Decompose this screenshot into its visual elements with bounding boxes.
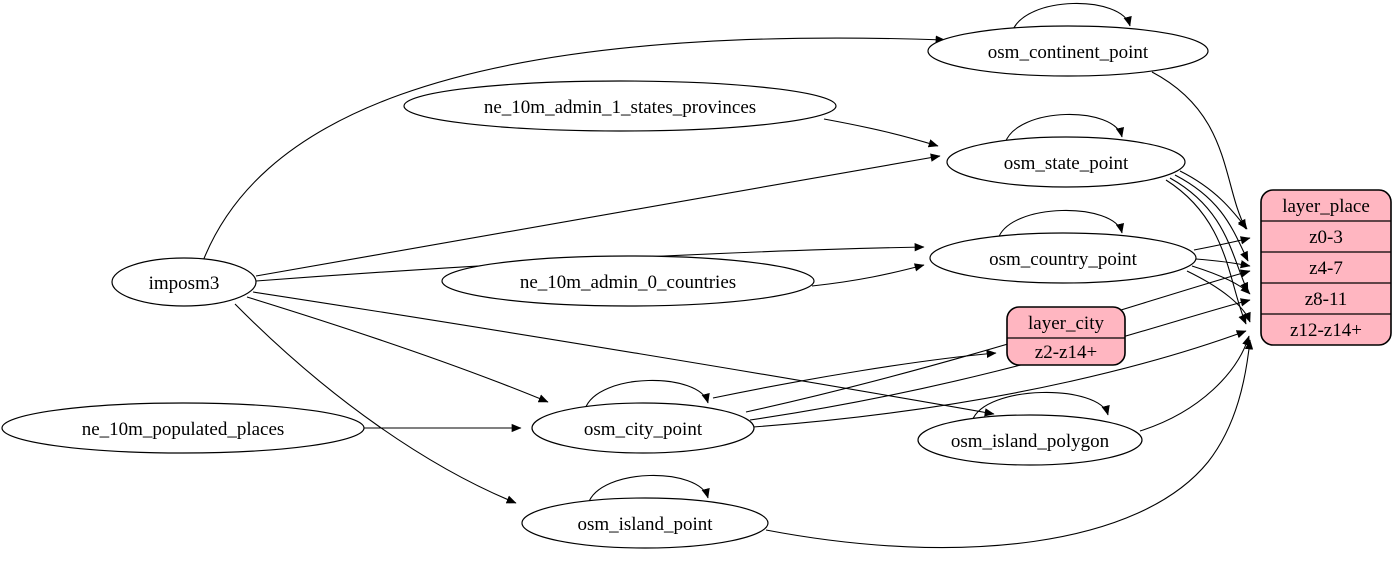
osm-city-point-ellipse (531, 402, 755, 454)
edge-imposm3-to-osm-island-polygon (252, 291, 995, 417)
edge-osm-state-point-to-z4-7 (1174, 174, 1249, 262)
node-osm-city-point: osm_city_point (531, 402, 755, 454)
ne-10m-admin-1-ellipse (403, 80, 837, 132)
edge-osm-state-point-to-z8-11 (1169, 177, 1249, 293)
osm-city-point-label: osm_city_point (584, 419, 703, 440)
node-ne-10m-admin-0-countries: ne_10m_admin_0_countries (441, 255, 815, 307)
layer-place-row-z12-z14: z12-z14+ (1290, 320, 1362, 341)
ne-10m-admin-1-label: ne_10m_admin_1_states_provinces (484, 97, 756, 118)
layer-place-box (1260, 189, 1392, 346)
edge-osm-country-point-to-z0-3 (1193, 236, 1251, 251)
node-osm-island-point: osm_island_point (521, 497, 769, 549)
record-layer-place: layer_place z0-3 z4-7 z8-11 z12-z14+ (1260, 189, 1392, 346)
edge-imposm3-to-osm-city-point (246, 296, 549, 403)
self-loop-osm-country-point (997, 209, 1124, 240)
layer-place-row-z8-11: z8-11 (1305, 289, 1348, 310)
edge-ne-10m-admin-1-to-osm-state-point (823, 118, 939, 148)
layer-place-title: layer_place (1282, 196, 1370, 217)
edge-imposm3-to-osm-continent-point (202, 35, 946, 262)
ne-10m-populated-places-label: ne_10m_populated_places (82, 419, 285, 440)
imposm3-label: imposm3 (149, 273, 220, 294)
osm-country-point-ellipse (929, 232, 1197, 284)
self-loop-osm-island-point (587, 474, 710, 505)
ne-10m-admin-0-ellipse (441, 255, 815, 307)
edge-osm-city-point-to-z12-z14 (752, 330, 1247, 428)
osm-continent-point-label: osm_continent_point (988, 42, 1149, 63)
edges (202, 2, 1254, 549)
ne-10m-admin-0-label: ne_10m_admin_0_countries (520, 272, 736, 293)
edge-osm-city-point-to-z4-7 (745, 269, 1251, 413)
osm-island-polygon-label: osm_island_polygon (951, 431, 1110, 452)
osm-state-point-label: osm_state_point (1004, 153, 1129, 174)
node-ne-10m-admin-1-states-provinces: ne_10m_admin_1_states_provinces (403, 80, 837, 132)
osm-country-point-label: osm_country_point (989, 249, 1137, 270)
node-osm-continent-point: osm_continent_point (927, 25, 1209, 77)
node-osm-island-polygon: osm_island_polygon (917, 414, 1143, 466)
self-loop-osm-island-polygon (971, 391, 1110, 422)
self-loop-osm-state-point (1004, 113, 1124, 144)
layer-city-title: layer_city (1028, 313, 1104, 334)
node-imposm3: imposm3 (111, 257, 257, 307)
edge-osm-country-point-to-z4-7 (1195, 258, 1251, 269)
layer-place-row-z0-3: z0-3 (1309, 227, 1343, 248)
osm-island-point-label: osm_island_point (577, 514, 713, 535)
layer-place-row-z4-7: z4-7 (1309, 258, 1343, 279)
osm-island-point-ellipse (521, 497, 769, 549)
node-osm-country-point: osm_country_point (929, 232, 1197, 284)
osm-continent-point-ellipse (927, 25, 1209, 77)
layer-city-box (1006, 306, 1126, 366)
node-osm-state-point: osm_state_point (946, 136, 1186, 188)
self-loop-osm-city-point (584, 379, 710, 410)
edge-osm-island-polygon-to-z12-z14 (1139, 335, 1251, 432)
edge-imposm3-to-osm-state-point (255, 153, 941, 277)
edge-osm-state-point-to-z12-z14 (1165, 179, 1247, 325)
edge-osm-country-point-to-z12-z14 (1186, 270, 1251, 323)
edge-osm-continent-point-to-z0-3 (1151, 71, 1247, 230)
imposm3-ellipse (111, 257, 257, 307)
edge-osm-city-point-to-z8-11 (749, 298, 1251, 421)
edge-osm-state-point-to-z0-3 (1179, 170, 1248, 230)
edge-ne-10m-admin-0-to-osm-country-point (811, 263, 925, 287)
edge-osm-country-point-to-z8-11 (1191, 265, 1251, 295)
record-layer-city: layer_city z2-z14+ (1006, 306, 1126, 366)
self-loop-osm-continent-point (1011, 2, 1132, 33)
edge-imposm3-to-osm-island-point (234, 303, 517, 504)
osm-state-point-ellipse (946, 136, 1186, 188)
osm-island-polygon-ellipse (917, 414, 1143, 466)
edge-osm-island-point-to-z12-z14 (765, 339, 1254, 549)
node-ne-10m-populated-places: ne_10m_populated_places (1, 402, 365, 454)
ne-10m-populated-places-ellipse (1, 402, 365, 454)
layer-city-row-z2-z14: z2-z14+ (1035, 342, 1097, 363)
